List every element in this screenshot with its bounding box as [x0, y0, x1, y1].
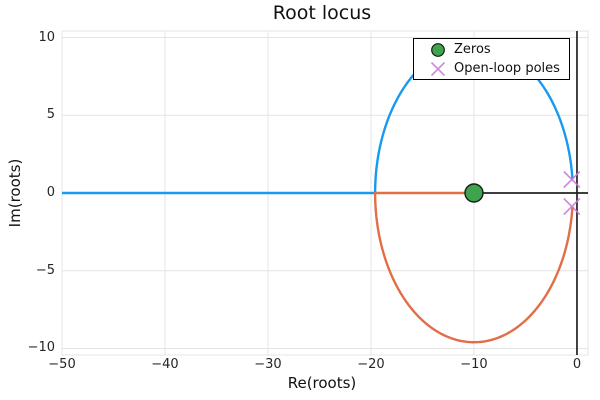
x-tick-label-−20: −20 — [357, 357, 385, 372]
legend: Zeros Open-loop poles — [413, 38, 570, 80]
x-tick-label-−30: −30 — [254, 357, 282, 372]
zero-marker — [464, 183, 484, 203]
pole-marker-2 — [563, 197, 581, 216]
y-tick-label-10: 10 — [38, 29, 55, 45]
x-tick-label-−40: −40 — [151, 357, 179, 372]
y-tick-label-−10: −10 — [27, 340, 55, 356]
pole-marker-1 — [563, 170, 581, 189]
zeros-circle-icon — [431, 42, 445, 57]
legend-label-zeros: Zeros — [454, 42, 491, 57]
y-tick-label-0: 0 — [46, 185, 55, 200]
legend-entry-zeros: Zeros — [422, 40, 569, 59]
poles-x-icon — [430, 61, 446, 76]
x-tick-label-−50: −50 — [48, 357, 76, 372]
y-tick-label-5: 5 — [46, 107, 55, 123]
root-locus-branch-2 — [373, 191, 574, 344]
x-tick-label-0: 0 — [572, 357, 582, 372]
x-axis-label: Re(roots) — [287, 374, 357, 392]
x-tick-label-−10: −10 — [460, 357, 488, 372]
legend-entry-poles: Open-loop poles — [422, 59, 569, 78]
legend-label-poles: Open-loop poles — [454, 61, 560, 76]
y-tick-label-−5: −5 — [35, 262, 55, 278]
chart-title: Root locus — [272, 2, 372, 24]
